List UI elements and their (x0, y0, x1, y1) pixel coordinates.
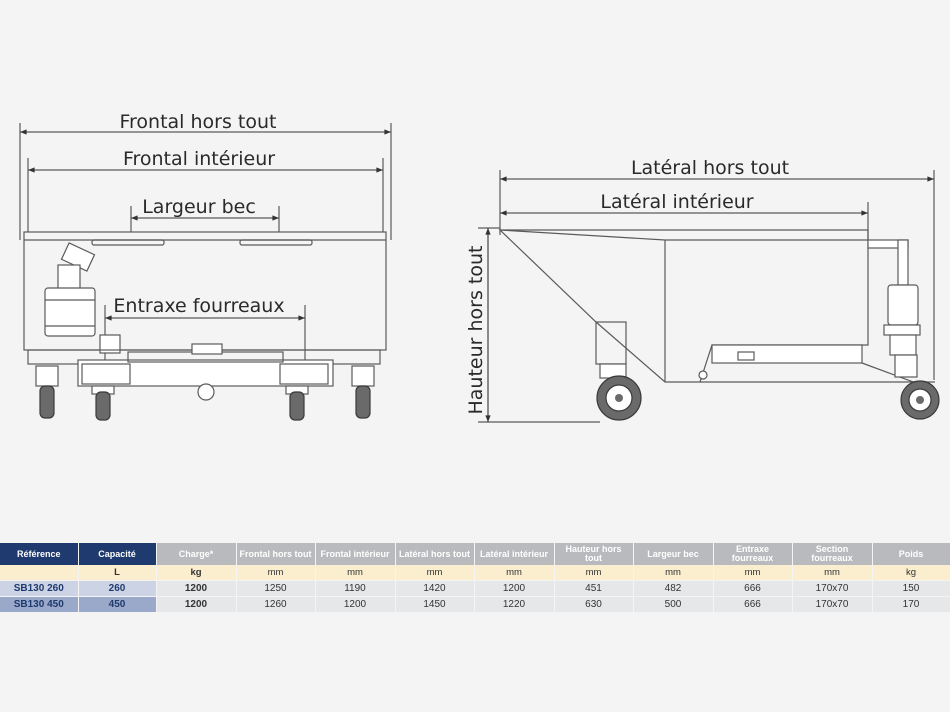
table-cell: 451 (554, 580, 634, 597)
unit-cell: L (78, 565, 157, 581)
unit-cell: mm (713, 565, 793, 581)
front-view: Frontal hors tout Frontal intérieur Larg… (19, 111, 392, 421)
table-cell: 170x70 (792, 580, 873, 597)
unit-cell: mm (474, 565, 555, 581)
table-cell: 1260 (236, 596, 316, 613)
unit-cell: mm (792, 565, 873, 581)
table-cell: SB130 450 (0, 596, 79, 613)
col-header: Latéral hors tout (395, 543, 475, 565)
front-wheels (35, 365, 375, 421)
label-hauteur-hors-tout: Hauteur hors tout (465, 246, 487, 415)
col-header: Largeur bec (633, 543, 714, 565)
table-cell: 260 (78, 580, 157, 597)
label-lateral-interieur: Latéral intérieur (600, 191, 753, 213)
table-cell: 1200 (315, 596, 396, 613)
table-cell: 1420 (395, 580, 475, 597)
label-frontal-hors-tout: Frontal hors tout (119, 111, 276, 133)
table-cell: SB130 260 (0, 580, 79, 597)
col-header: Capacité (78, 543, 157, 565)
table-cell: 1200 (474, 580, 555, 597)
col-header: Latéral intérieur (474, 543, 555, 565)
col-header: Entraxe fourreaux (713, 543, 793, 565)
table-cell: 666 (713, 580, 793, 597)
table-cell: 630 (554, 596, 634, 613)
table-cell: 1190 (315, 580, 396, 597)
table-cell: 1200 (156, 580, 237, 597)
unit-cell: mm (633, 565, 714, 581)
col-header: Charge* (156, 543, 237, 565)
spec-table: Référence Capacité Charge* Frontal hors … (0, 543, 950, 613)
side-view: Latéral hors tout Latéral intérieur Haut… (465, 157, 940, 423)
table-cell: 500 (633, 596, 714, 613)
unit-cell: mm (395, 565, 475, 581)
label-largeur-bec: Largeur bec (142, 196, 256, 218)
col-header: Référence (0, 543, 79, 565)
table-header-row: Référence Capacité Charge* Frontal hors … (0, 543, 950, 565)
unit-cell (0, 565, 79, 581)
unit-cell: kg (156, 565, 237, 581)
unit-cell: mm (315, 565, 396, 581)
unit-cell: kg (872, 565, 950, 581)
unit-cell: mm (236, 565, 316, 581)
table-cell: 150 (872, 580, 950, 597)
technical-drawing: Frontal hors tout Frontal intérieur Larg… (19, 111, 940, 423)
table-cell: 482 (633, 580, 714, 597)
label-frontal-interieur: Frontal intérieur (123, 148, 275, 170)
unit-cell: mm (554, 565, 634, 581)
table-row: SB130 260 260 1200 1250 1190 1420 1200 4… (0, 580, 950, 597)
label-lateral-hors-tout: Latéral hors tout (631, 157, 789, 179)
table-cell: 170x70 (792, 596, 873, 613)
table-row: SB130 450 450 1200 1260 1200 1450 1220 6… (0, 596, 950, 613)
col-header: Frontal hors tout (236, 543, 316, 565)
col-header: Hauteur hors tout (554, 543, 634, 565)
col-header: Section fourreaux (792, 543, 873, 565)
label-entraxe-fourreaux: Entraxe fourreaux (113, 295, 284, 317)
table-cell: 1200 (156, 596, 237, 613)
table-cell: 666 (713, 596, 793, 613)
col-header: Frontal intérieur (315, 543, 396, 565)
table-cell: 1220 (474, 596, 555, 613)
units-row: L kg mm mm mm mm mm mm mm mm kg (0, 565, 950, 581)
table-cell: 170 (872, 596, 950, 613)
col-header: Poids (872, 543, 950, 565)
side-wheels (596, 354, 940, 421)
table-cell: 1250 (236, 580, 316, 597)
table-cell: 450 (78, 596, 157, 613)
table-cell: 1450 (395, 596, 475, 613)
